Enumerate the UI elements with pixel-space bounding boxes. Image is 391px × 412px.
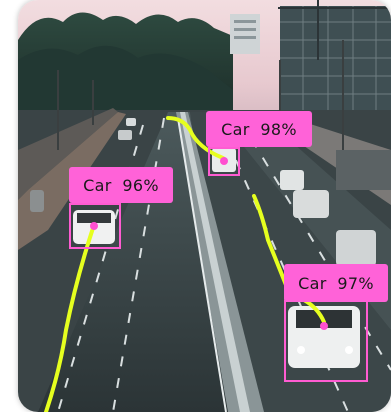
detection-class: Car (83, 175, 112, 195)
detection-label-car-2: Car 96% (69, 167, 173, 203)
detection-confidence: 96% (122, 175, 159, 195)
detection-confidence: 97% (337, 273, 374, 293)
detection-center-dot-2 (90, 222, 98, 230)
detection-center-dot-1 (220, 157, 228, 165)
detection-preview-card: Car 98% Car 96% Car 97% (18, 0, 391, 412)
detection-class: Car (221, 119, 250, 139)
detection-box-car-2 (69, 203, 121, 249)
detection-box-car-3 (284, 300, 368, 382)
detection-box-car-1 (208, 147, 240, 176)
detection-class: Car (298, 273, 327, 293)
detection-label-car-1: Car 98% (206, 111, 312, 147)
highway-scene-image (18, 0, 391, 412)
detection-label-car-3: Car 97% (284, 264, 388, 302)
detection-confidence: 98% (260, 119, 297, 139)
detection-center-dot-3 (320, 322, 328, 330)
